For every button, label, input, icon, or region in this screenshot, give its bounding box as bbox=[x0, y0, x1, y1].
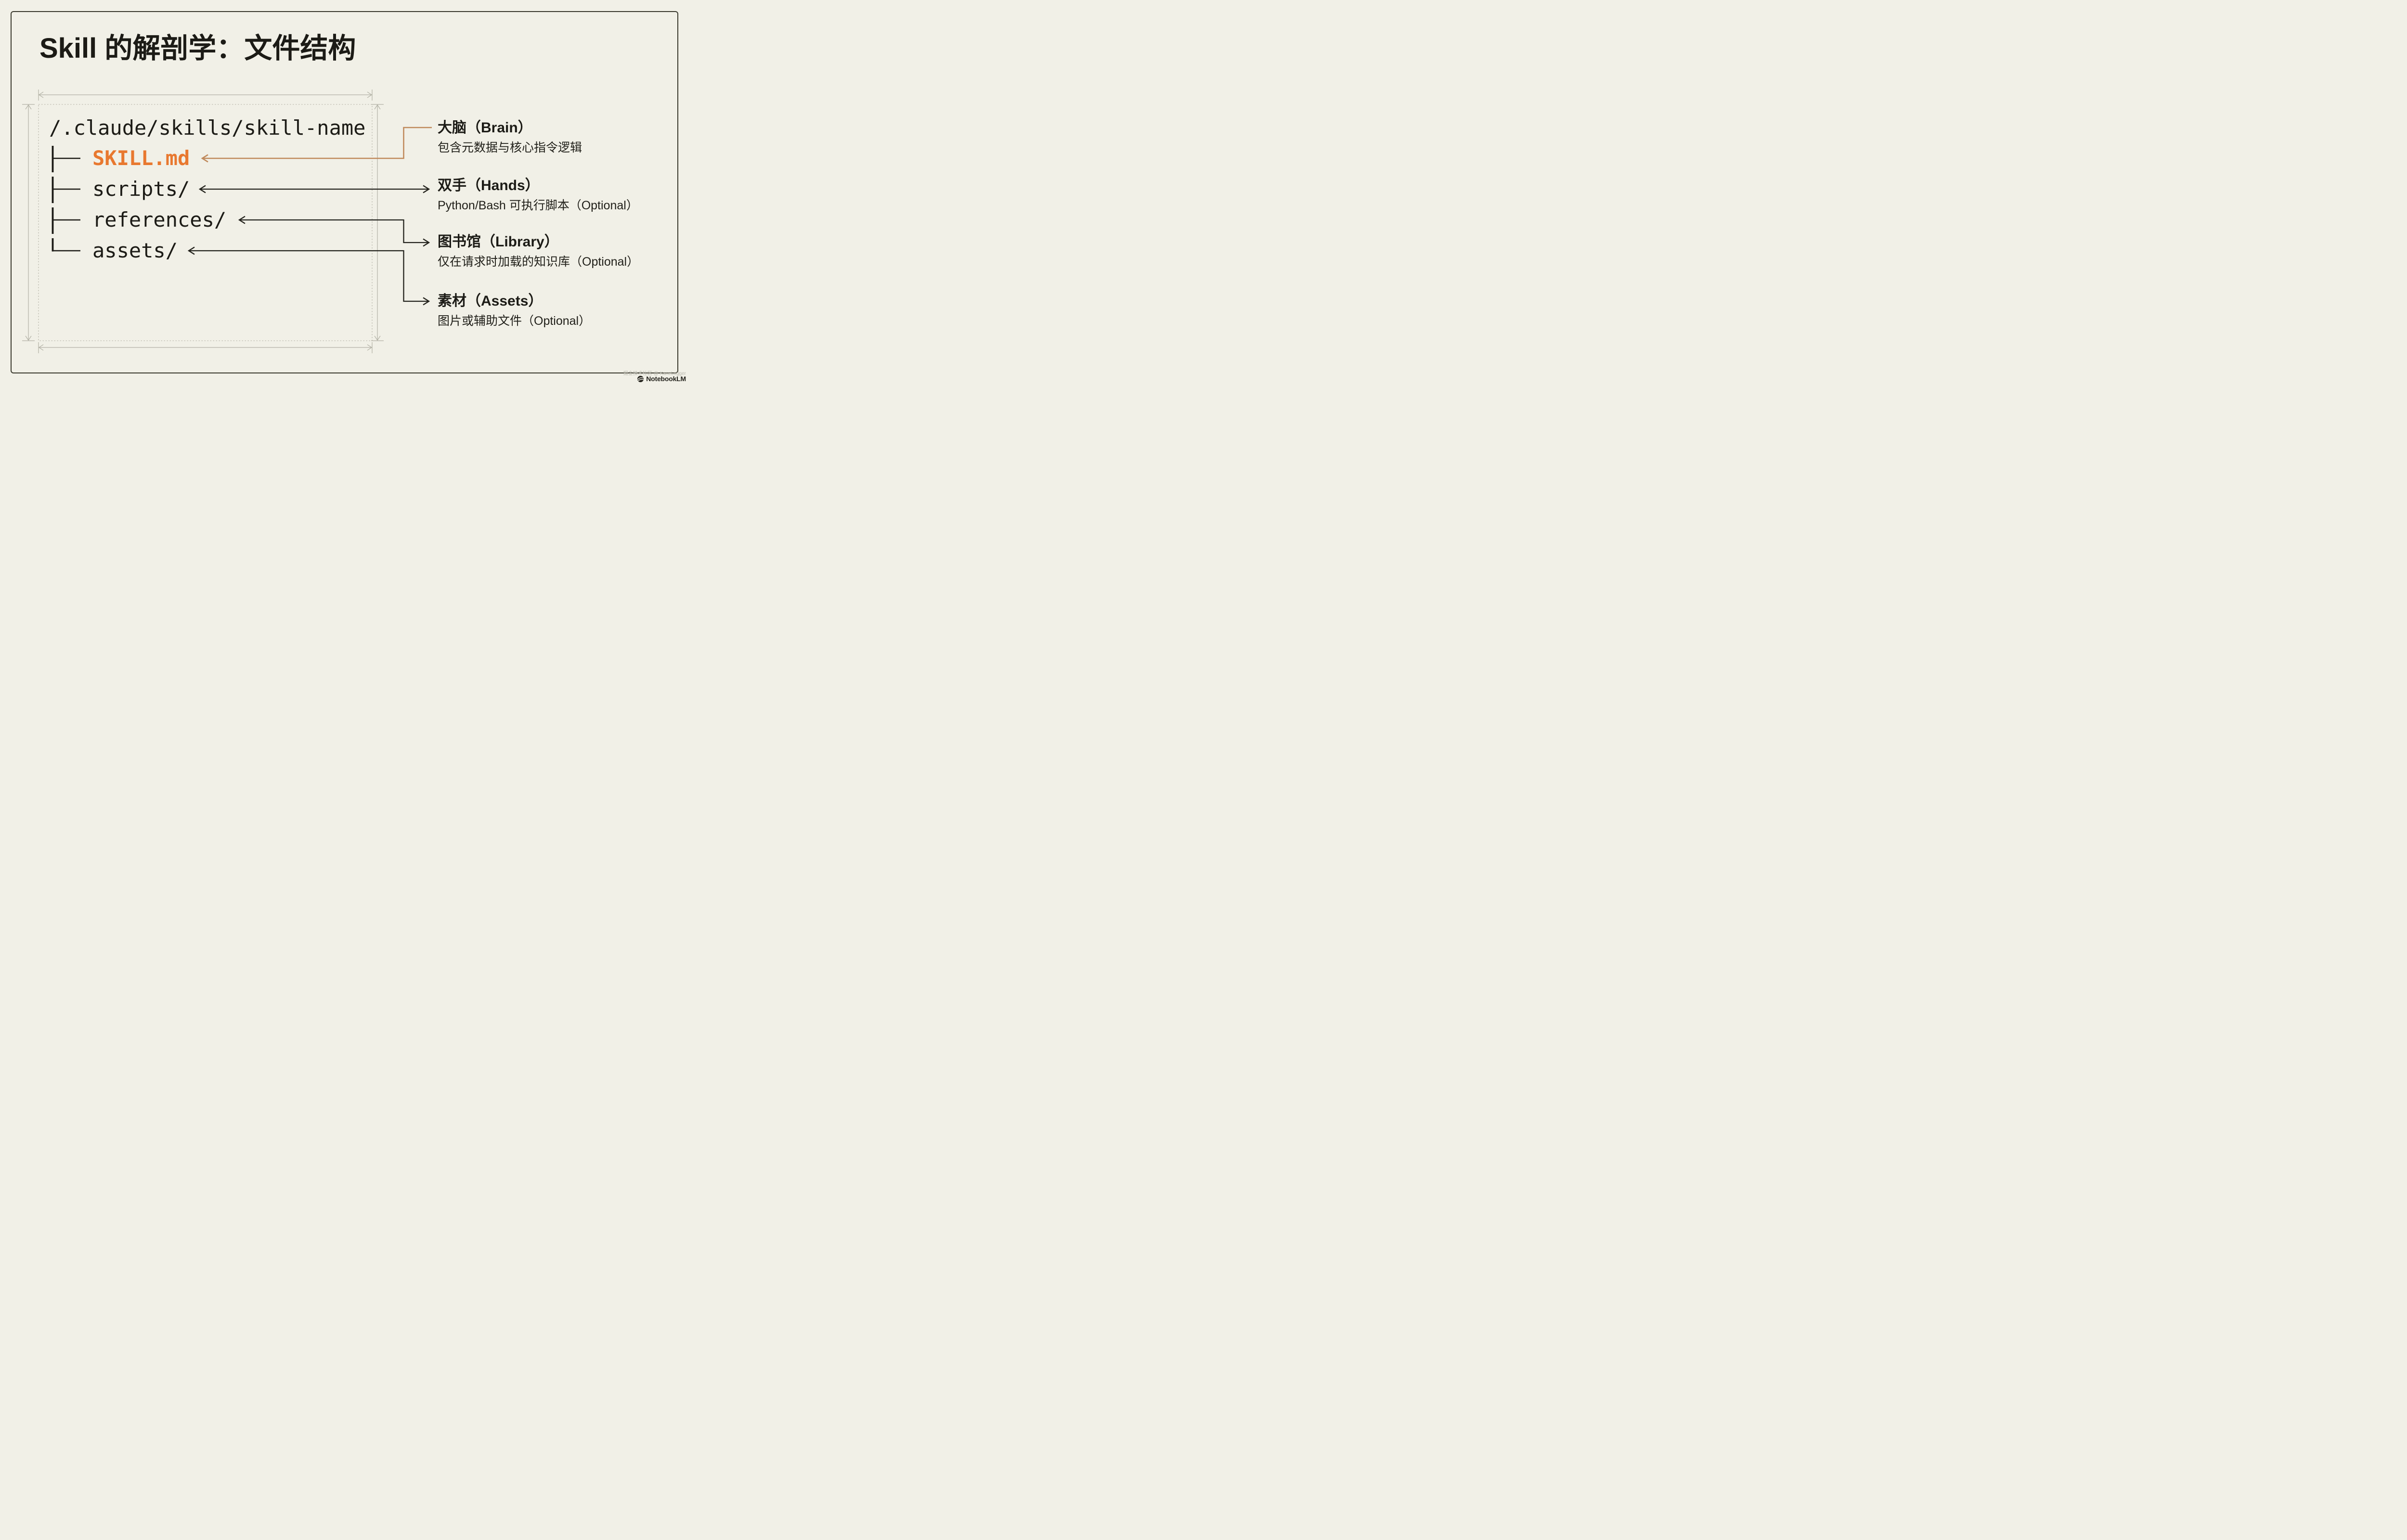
annotation-library-heading: 图书馆（Library） bbox=[438, 234, 559, 250]
annotation-brain-heading: 大脑（Brain） bbox=[438, 120, 532, 136]
slide: Skill 的解剖学：文件结构 bbox=[0, 0, 690, 385]
file-tree-entry-assets: assets/ bbox=[92, 239, 178, 262]
slide-card-border bbox=[11, 11, 678, 373]
file-tree-entry-scripts: scripts/ bbox=[92, 177, 190, 201]
annotation-brain: 大脑（Brain） 包含元数据与核心指令逻辑 bbox=[438, 120, 582, 154]
notebooklm-logo-icon bbox=[637, 375, 644, 382]
annotation-library-description: 仅在请求时加载的知识库（Optional） bbox=[438, 255, 639, 269]
notebooklm-wordmark: NotebookLM bbox=[646, 375, 686, 383]
page-title: Skill 的解剖学：文件结构 bbox=[39, 33, 356, 64]
annotation-assets: 素材（Assets） 图片或辅助文件（Optional） bbox=[438, 293, 591, 328]
watermark-community-text: 掘金技术社区 @ KaneLogger bbox=[623, 371, 686, 376]
file-tree-entry-skill-md: SKILL.md bbox=[92, 146, 190, 170]
annotation-hands-description: Python/Bash 可执行脚本（Optional） bbox=[438, 199, 638, 212]
annotation-assets-heading: 素材（Assets） bbox=[438, 293, 543, 309]
annotation-hands: 双手（Hands） Python/Bash 可执行脚本（Optional） bbox=[438, 178, 638, 212]
file-tree-entry-references: references/ bbox=[92, 208, 227, 231]
annotation-hands-heading: 双手（Hands） bbox=[438, 178, 540, 193]
annotation-assets-description: 图片或辅助文件（Optional） bbox=[438, 314, 591, 328]
file-tree-root-path: /.claude/skills/skill-name bbox=[49, 116, 366, 140]
watermark-brand: NotebookLM bbox=[637, 375, 686, 383]
annotation-brain-description: 包含元数据与核心指令逻辑 bbox=[438, 141, 582, 154]
annotation-library: 图书馆（Library） 仅在请求时加载的知识库（Optional） bbox=[438, 234, 639, 269]
